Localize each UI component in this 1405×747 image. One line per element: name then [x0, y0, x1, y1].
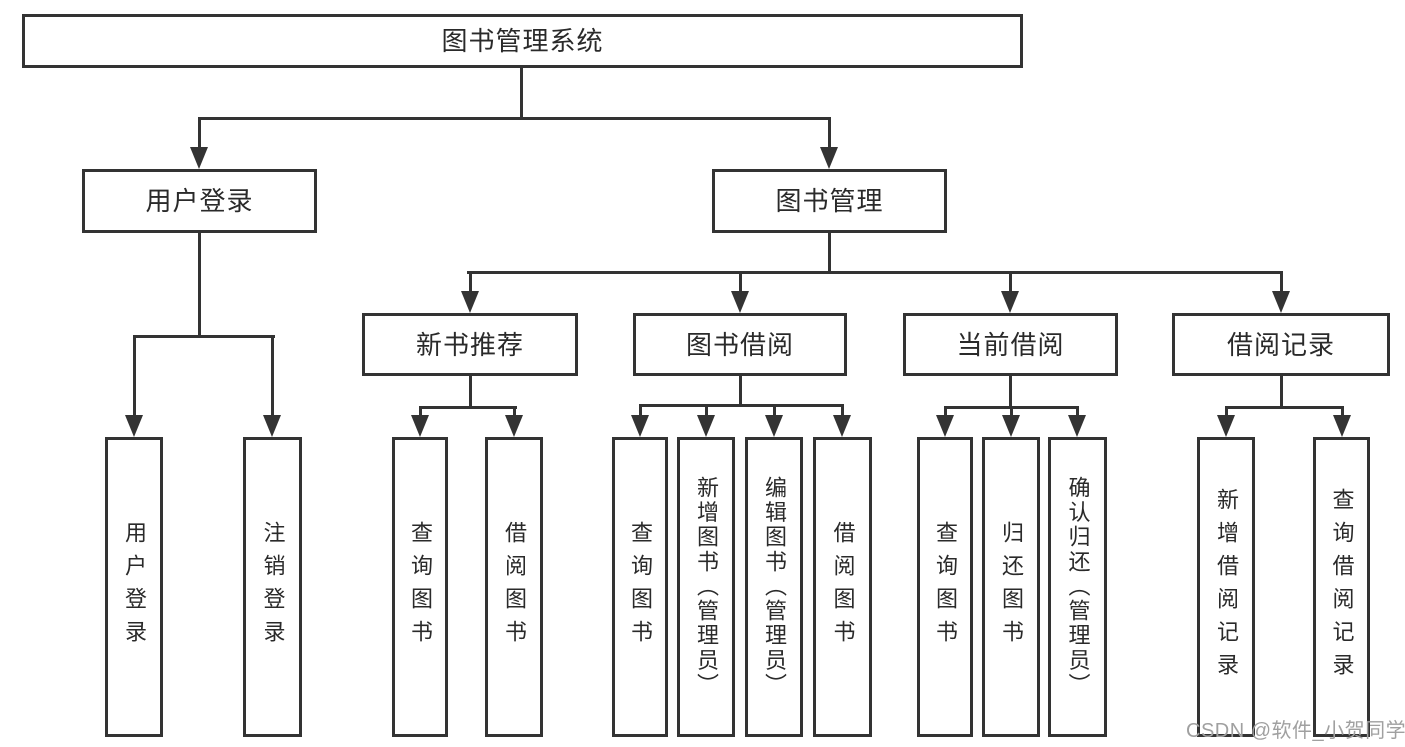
connector-line	[133, 335, 136, 417]
arrow-down-icon	[1333, 415, 1351, 437]
arrow-down-icon	[505, 415, 523, 437]
leaf-label: 借阅图书	[830, 521, 856, 653]
node-label: 图书管理系统	[441, 26, 604, 56]
connector-line	[1225, 406, 1344, 409]
leaf-label: 借阅图书	[502, 521, 527, 653]
arrow-down-icon	[411, 415, 429, 437]
connector-line	[133, 335, 275, 338]
connector-line	[828, 233, 831, 274]
connector-line	[773, 404, 776, 417]
connector-line	[739, 271, 742, 293]
leaf-label: 用户登录	[122, 521, 147, 653]
arrow-down-icon	[461, 291, 479, 313]
connector-line	[739, 376, 742, 407]
connector-line	[1010, 406, 1013, 417]
leaf-label: 新增图书（管理员）	[694, 476, 719, 698]
node-current-borrowing: 当前借阅	[903, 313, 1118, 376]
connector-line	[1076, 406, 1079, 417]
node-borrowing-records: 借阅记录	[1172, 313, 1390, 376]
connector-line	[705, 404, 708, 417]
csdn-watermark: CSDN @软件_小贺同学	[1186, 720, 1405, 742]
connector-line	[828, 117, 831, 148]
connector-line	[469, 271, 472, 293]
leaf-label: 查询图书	[628, 521, 653, 653]
arrow-down-icon	[697, 415, 715, 437]
leaf-query-books-recommend: 查询图书	[392, 437, 448, 737]
leaf-add-books-admin: 新增图书（管理员）	[677, 437, 735, 737]
node-new-book-recommendation: 新书推荐	[362, 313, 578, 376]
node-label: 当前借阅	[956, 329, 1065, 360]
leaf-label: 查询图书	[933, 521, 958, 653]
leaf-logout: 注销登录	[243, 437, 302, 737]
arrow-down-icon	[263, 415, 281, 437]
arrow-down-icon	[631, 415, 649, 437]
arrow-down-icon	[1272, 291, 1290, 313]
node-book-borrowing: 图书借阅	[633, 313, 847, 376]
arrow-down-icon	[125, 415, 143, 437]
leaf-user-login: 用户登录	[105, 437, 163, 737]
arrow-down-icon	[765, 415, 783, 437]
leaf-query-books-borrow: 查询图书	[612, 437, 668, 737]
arrow-down-icon	[833, 415, 851, 437]
connector-line	[520, 68, 523, 119]
connector-line	[469, 376, 472, 409]
connector-line	[198, 117, 831, 120]
connector-line	[1009, 271, 1012, 293]
connector-line	[639, 404, 844, 407]
connector-line	[419, 406, 422, 417]
connector-line	[639, 404, 642, 417]
node-library-management-system: 图书管理系统	[22, 14, 1023, 68]
leaf-label: 查询图书	[408, 521, 433, 653]
node-label: 用户登录	[145, 186, 254, 216]
connector-line	[467, 271, 1283, 274]
connector-line	[198, 117, 201, 148]
leaf-add-borrow-record: 新增借阅记录	[1197, 437, 1255, 737]
connector-line	[1341, 406, 1344, 417]
connector-line	[841, 404, 844, 417]
connector-line	[1009, 376, 1012, 409]
node-label: 新书推荐	[415, 329, 524, 360]
node-label: 借阅记录	[1226, 329, 1335, 360]
leaf-edit-books-admin: 编辑图书（管理员）	[745, 437, 803, 737]
leaf-label: 归还图书	[999, 521, 1024, 653]
node-label: 图书管理	[775, 186, 884, 216]
node-user-login: 用户登录	[82, 169, 317, 233]
leaf-confirm-return-admin: 确认归还（管理员）	[1048, 437, 1107, 737]
node-label: 图书借阅	[685, 329, 794, 360]
leaf-label: 新增借阅记录	[1214, 488, 1239, 686]
node-book-management: 图书管理	[712, 169, 947, 233]
connector-line	[1225, 406, 1228, 417]
connector-line	[513, 406, 516, 417]
leaf-label: 注销登录	[260, 521, 286, 653]
arrow-down-icon	[1068, 415, 1086, 437]
arrow-down-icon	[1002, 415, 1020, 437]
arrow-down-icon	[731, 291, 749, 313]
arrow-down-icon	[190, 147, 208, 169]
leaf-label: 确认归还（管理员）	[1065, 476, 1091, 698]
connector-line	[944, 406, 947, 417]
leaf-return-books: 归还图书	[982, 437, 1040, 737]
leaf-borrow-books-recommend: 借阅图书	[485, 437, 543, 737]
arrow-down-icon	[820, 147, 838, 169]
arrow-down-icon	[1001, 291, 1019, 313]
connector-line	[1280, 271, 1283, 293]
connector-line	[419, 406, 517, 409]
leaf-query-books-current: 查询图书	[917, 437, 973, 737]
leaf-label: 编辑图书（管理员）	[762, 476, 787, 698]
leaf-label: 查询借阅记录	[1329, 488, 1355, 686]
leaf-query-borrow-record: 查询借阅记录	[1313, 437, 1370, 737]
connector-line	[271, 335, 274, 417]
connector-line	[198, 233, 201, 338]
leaf-borrow-books: 借阅图书	[813, 437, 872, 737]
arrow-down-icon	[1217, 415, 1235, 437]
arrow-down-icon	[936, 415, 954, 437]
connector-line	[1280, 376, 1283, 409]
